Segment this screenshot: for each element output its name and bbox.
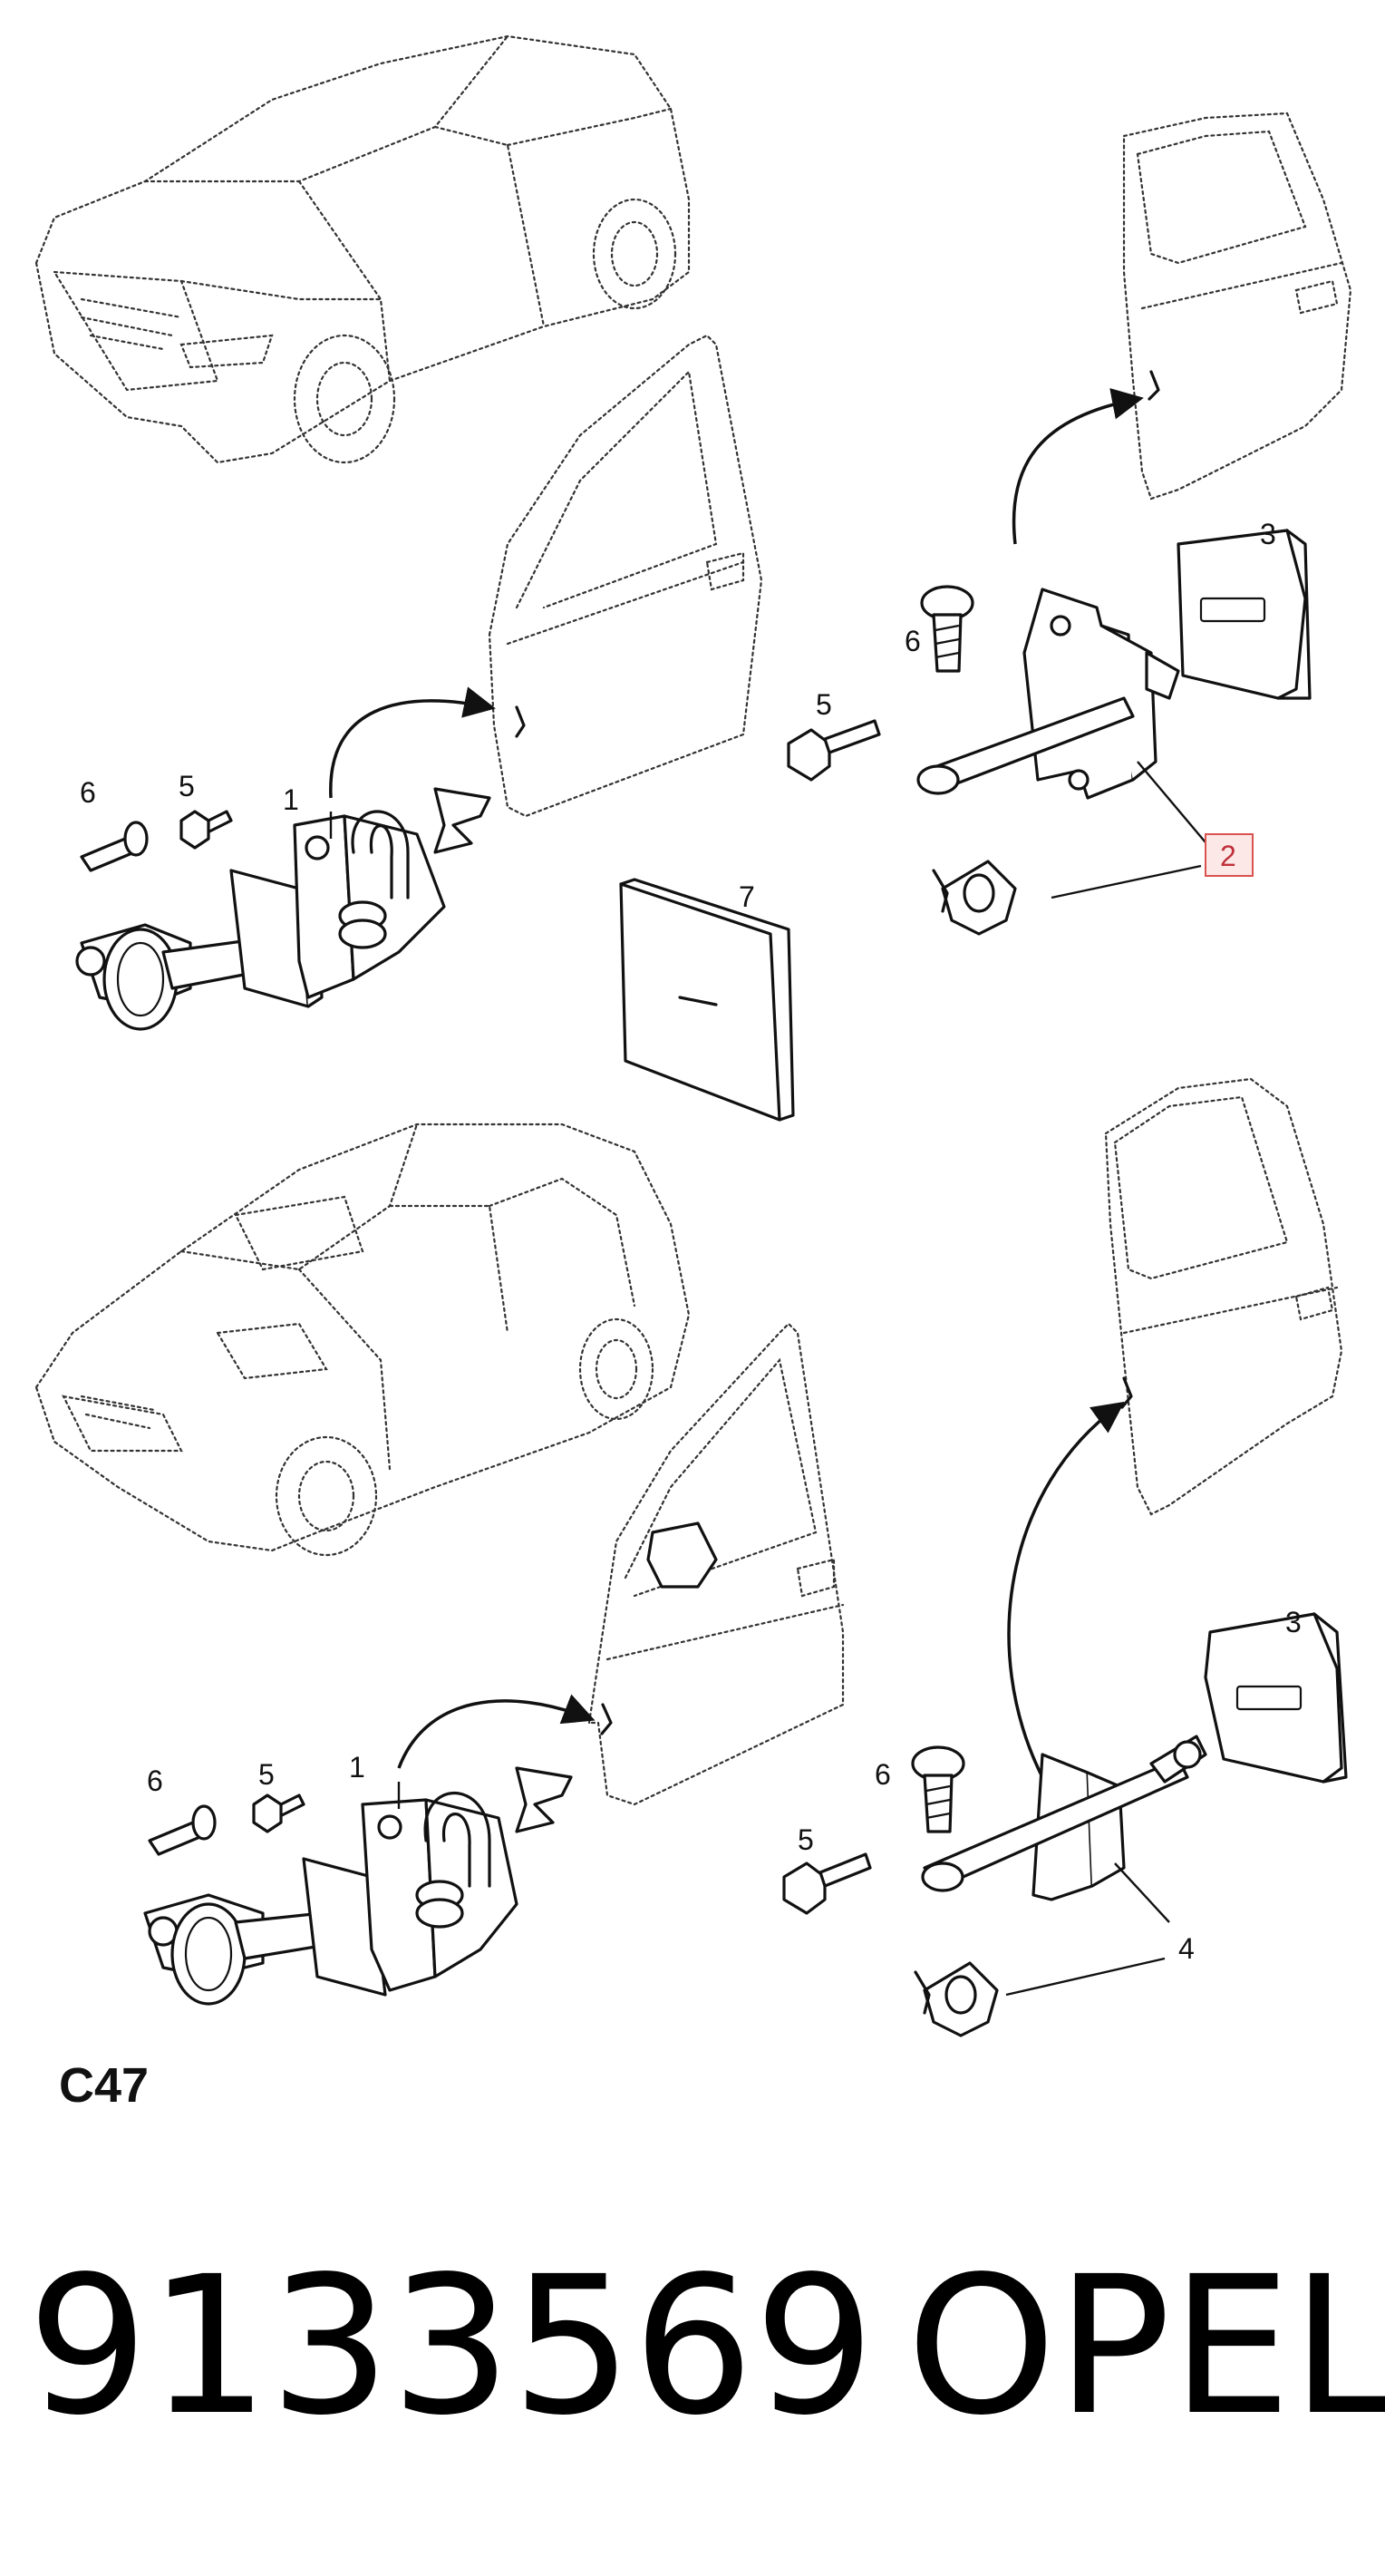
upper-front-door [488, 334, 763, 818]
callout-lower-rear-screw: 6 [875, 1758, 891, 1791]
lower-rear-bolt [782, 1852, 872, 1915]
lower-rear-door [1104, 1077, 1343, 1516]
callout-upper-rear-bolt: 5 [816, 688, 832, 721]
upper-rear-pad [1177, 529, 1312, 700]
upper-rear-door-stop [916, 588, 1180, 800]
callout-lower-rear-door-stop: 4 [1178, 1932, 1195, 1965]
callout-lower-front-screw: 6 [147, 1764, 163, 1797]
upper-rear-screw [920, 585, 974, 673]
section-code: C47 [59, 2058, 149, 2113]
callout-upper-front-screw: 6 [80, 776, 96, 809]
mpv-car-illustration [34, 1123, 691, 1557]
callout-lower-rear-pad: 3 [1285, 1606, 1302, 1638]
lower-front-door-stop [143, 1766, 573, 2006]
upper-front-bolt [179, 810, 233, 850]
lower-rear-bracket [914, 1961, 999, 2037]
upper-rear-door [1122, 112, 1352, 501]
part-number: 9133569 [27, 2235, 875, 2457]
callout-upper-front-bolt: 5 [179, 770, 195, 802]
callout-upper-rear-screw: 6 [905, 625, 921, 657]
lower-rear-pad [1204, 1612, 1348, 1784]
foam-pad [619, 878, 795, 1122]
callout-upper-rear-pad: 3 [1260, 518, 1276, 550]
callout-lower-front-door-stop: 1 [349, 1751, 365, 1784]
upper-rear-bracket [932, 860, 1017, 936]
brand-name: OPEL [906, 2235, 1385, 2457]
upper-front-door-stop [75, 787, 491, 1031]
lower-rear-door-stop [921, 1735, 1207, 1901]
hatchback-car-illustration [34, 34, 691, 464]
upper-rear-bolt [787, 719, 881, 782]
lower-front-screw [148, 1804, 217, 1856]
lower-front-door [587, 1322, 845, 1806]
lower-rear-screw [911, 1745, 965, 1833]
highlight-box [1205, 833, 1254, 877]
callout-lower-rear-bolt: 5 [798, 1823, 814, 1856]
lower-front-bolt [252, 1793, 305, 1833]
callout-upper-front-door-stop: 1 [283, 783, 299, 816]
callout-upper-rear-door-stop: 2 [1220, 840, 1236, 872]
upper-front-screw [80, 821, 149, 872]
callout-lower-front-bolt: 5 [258, 1758, 275, 1791]
callout-foam-pad: 7 [739, 880, 755, 913]
